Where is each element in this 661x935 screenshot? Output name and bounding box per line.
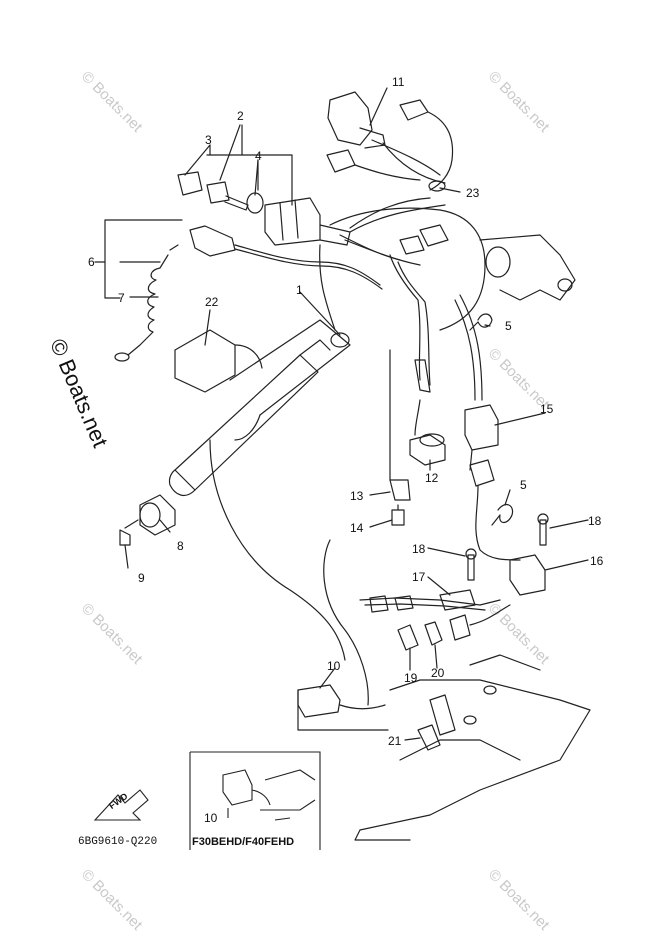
cap-part-3 [177,171,203,196]
cowling-outline [329,207,486,331]
inset-connector [222,769,253,806]
label-part-16: 16 [590,554,604,568]
connector-part-11 [327,91,373,146]
bracket-part-13 [389,479,411,501]
lanyard-switch [189,225,236,257]
clamp-part-1 [330,332,350,348]
label-part-10-main: 10 [327,659,341,673]
clamp-part-20 [424,621,443,646]
label-part-11: 11 [392,75,405,89]
base-bracket [354,679,591,841]
label-part-10-inset: 10 [204,811,218,825]
label-part-20: 20 [431,666,445,680]
label-part-17: 17 [412,570,426,584]
grip-cover-part-22 [174,329,236,393]
holder-part-17 [439,589,476,611]
bracket-part-6 [104,219,183,299]
label-part-5-lower: 5 [520,478,527,492]
plate-part-21 [417,724,441,751]
clip-part-5-top [469,313,493,331]
label-part-4: 4 [255,149,262,163]
connector-part-15 [464,404,499,451]
lanyard-coil [127,254,169,356]
screw-part-9 [119,519,139,546]
diagram-code: 6BG9610-Q220 [78,836,158,848]
label-part-22: 22 [205,295,219,309]
label-part-13: 13 [350,489,364,503]
fwd-arrow [93,789,149,821]
washer-part-4 [246,192,264,214]
screw-part-18-mid [467,554,475,581]
bolt-part-14 [391,504,405,526]
tiller-handle [174,354,319,491]
bracket-group-2 [206,154,293,206]
label-part-14: 14 [350,521,364,535]
screw-part-18-right [539,519,547,546]
connector-part-10 [297,684,341,718]
label-part-18-mid: 18 [412,542,426,556]
key-part-2 [206,181,249,211]
label-part-3: 3 [205,133,212,147]
label-part-15: 15 [540,402,554,416]
label-part-21: 21 [388,734,402,748]
clip-part-5-lower [491,503,514,526]
label-part-12: 12 [425,471,439,485]
clamp-part-19 [397,624,419,651]
label-part-19: 19 [404,671,418,685]
inset-model-label: F30BEHD/F40FEHD [192,836,295,848]
label-part-7: 7 [118,291,125,305]
label-part-1: 1 [296,283,303,297]
buzzer-part-12 [409,434,446,466]
label-part-9: 9 [138,571,145,585]
label-part-2: 2 [237,109,244,123]
label-part-5-top: 5 [505,319,512,333]
label-part-6: 6 [88,255,95,269]
label-part-8: 8 [177,539,184,553]
inset-box [190,751,321,850]
label-part-23: 23 [466,186,480,200]
label-part-18-right: 18 [588,514,602,528]
grip-part-8 [139,494,176,536]
relay-part-16 [509,554,546,596]
